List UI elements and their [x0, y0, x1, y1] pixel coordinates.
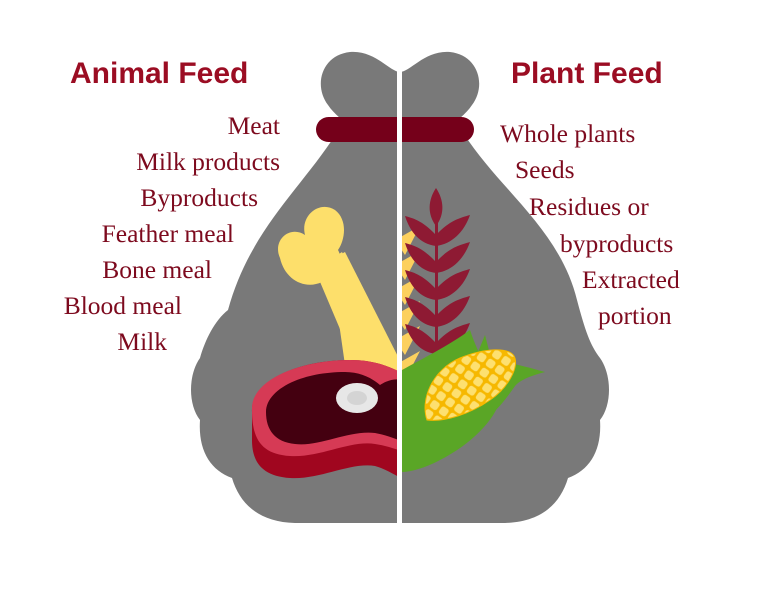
sack-tie: [316, 117, 474, 142]
animal-item-milk: Milk: [117, 327, 167, 356]
animal-item-milk-products: Milk products: [136, 147, 280, 176]
plant-item-extracted: Extracted: [582, 265, 680, 294]
plant-item-portion: portion: [598, 301, 672, 330]
steak-icon: [251, 360, 397, 479]
corn-icon: [402, 330, 545, 472]
plant-item-residues-or: Residues or: [529, 192, 649, 221]
animal-item-meat: Meat: [227, 111, 280, 140]
plant-feed-title: Plant Feed: [511, 57, 663, 90]
animal-item-bone-meal: Bone meal: [102, 255, 212, 284]
animal-item-byproducts: Byproducts: [140, 183, 258, 212]
animal-feed-title: Animal Feed: [70, 57, 249, 90]
animal-item-feather-meal: Feather meal: [101, 219, 234, 248]
plant-item-byproducts: byproducts: [560, 229, 674, 258]
plant-item-seeds: Seeds: [515, 155, 575, 184]
plant-item-whole-plants: Whole plants: [500, 119, 636, 148]
animal-item-blood-meal: Blood meal: [63, 291, 182, 320]
divider-line: [397, 45, 402, 527]
